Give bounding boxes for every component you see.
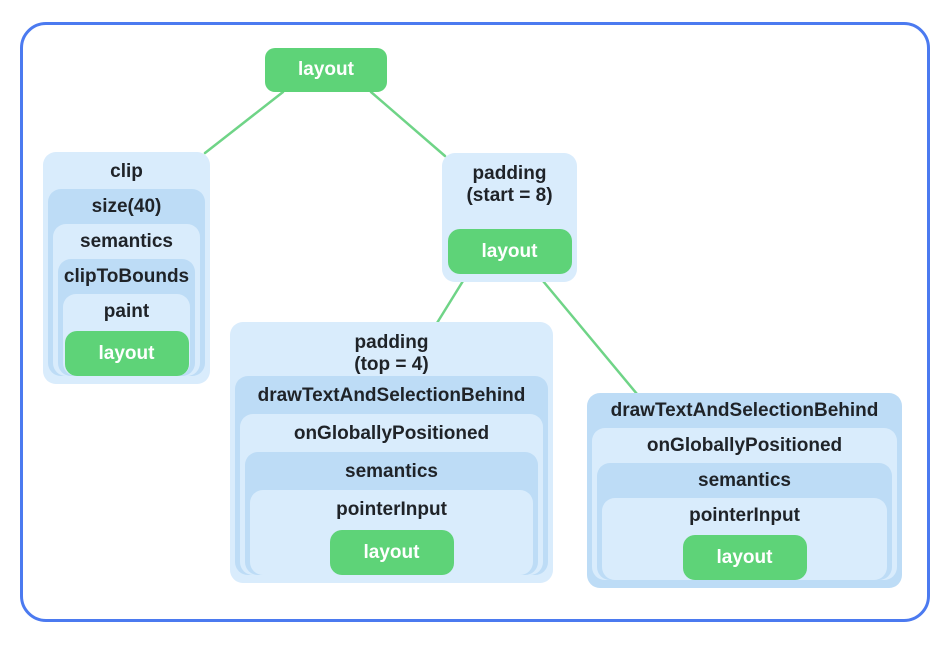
root-layout-node: layout	[265, 48, 387, 92]
node-ongloballypositioned-right: onGloballyPositioned semantics pointerIn…	[592, 428, 897, 580]
node-pointerinput-right-label: pointerInput	[689, 505, 800, 526]
leaf-layout-padding-start: layout	[447, 229, 572, 274]
node-pointerinput-mid-label: pointerInput	[336, 499, 447, 520]
node-semantics-right: semantics pointerInput layout	[597, 463, 892, 580]
node-padding-top: padding (top = 4) drawTextAndSelectionBe…	[230, 322, 553, 583]
node-semantics-mid-label: semantics	[345, 461, 438, 482]
node-padding-top-label: padding (top = 4)	[230, 322, 553, 376]
node-ongloballypositioned-mid: onGloballyPositioned semantics pointerIn…	[240, 414, 543, 575]
leaf-layout-clip: layout	[64, 331, 189, 376]
node-drawtext-right-label: drawTextAndSelectionBehind	[610, 400, 879, 421]
node-paint: paint layout	[63, 294, 190, 376]
node-padding-top-label-line1: padding	[354, 332, 429, 353]
node-paint-label: paint	[103, 301, 150, 322]
node-padding-start-label-line2: (start = 8)	[466, 185, 553, 206]
node-size40-label: size(40)	[91, 196, 162, 217]
node-size40: size(40) semantics clipToBounds paint la…	[48, 189, 205, 376]
node-semantics-mid: semantics pointerInput layout	[245, 452, 538, 575]
node-clip-label: clip	[110, 161, 143, 182]
node-padding-start-label-line1: padding	[472, 163, 547, 184]
node-semantics-clip: semantics clipToBounds paint layout	[53, 224, 200, 376]
node-cliptobounds: clipToBounds paint layout	[58, 259, 195, 376]
leaf-layout-padding-top: layout	[329, 530, 454, 575]
node-padding-start-label: padding (start = 8)	[442, 153, 577, 207]
node-pointerinput-mid: pointerInput layout	[250, 490, 533, 575]
node-drawtext-right: drawTextAndSelectionBehind onGloballyPos…	[587, 393, 902, 588]
node-drawtext-mid: drawTextAndSelectionBehind onGloballyPos…	[235, 376, 548, 575]
node-pointerinput-right: pointerInput layout	[602, 498, 887, 580]
node-semantics-right-label: semantics	[698, 470, 791, 491]
node-padding-top-label-line2: (top = 4)	[354, 354, 429, 375]
node-padding-start: padding (start = 8) layout	[442, 153, 577, 282]
node-drawtext-mid-label: drawTextAndSelectionBehind	[257, 385, 526, 406]
node-ongloballypositioned-mid-label: onGloballyPositioned	[293, 423, 490, 444]
node-clip: clip size(40) semantics clipToBounds pai…	[43, 152, 210, 384]
node-ongloballypositioned-right-label: onGloballyPositioned	[646, 435, 843, 456]
node-cliptobounds-label: clipToBounds	[63, 266, 190, 287]
leaf-layout-right: layout	[682, 535, 807, 580]
node-semantics-clip-label: semantics	[80, 231, 173, 252]
